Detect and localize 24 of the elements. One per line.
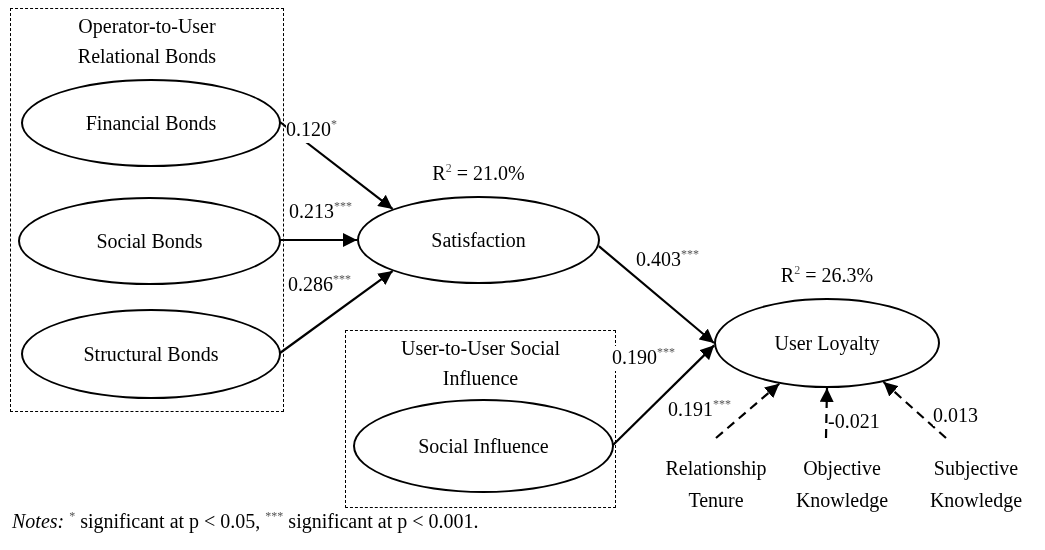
node-label: Social Bonds [96,229,203,254]
dashed-group-box [10,8,284,412]
node-label: Satisfaction [431,228,526,253]
path-coefficient: 0.190$^{***}$ [612,346,675,371]
node-label: Subjective Knowledge [928,456,1024,514]
path-arrow [279,270,394,354]
path-arrow [612,344,715,446]
group-title: User-to-User Social Influence [400,336,561,391]
node-label: Financial Bonds [85,111,217,136]
node-label: User Loyalty [774,331,880,356]
node-label: Social Influence [418,434,549,459]
path-arrow [882,381,947,439]
node-label: Relationship Tenure [664,456,768,513]
r-squared-label: R$^{2}$ = 21.0% [432,162,525,185]
path-arrow [819,387,834,439]
path-arrow [598,245,715,344]
r-squared-label: R$^{2}$ = 26.3% [780,264,874,287]
path-coefficient: 0.120$^{*}$ [286,118,337,143]
group-title: Operator-to-User Relational Bonds [76,14,218,69]
path-arrow [715,382,780,439]
path-arrow [280,233,357,247]
node-label: Structural Bonds [83,342,219,367]
notes-caption: Notes: $^{*}$ significant at p < 0.05, $^{***}$ significant at p < 0.001. [12,510,479,533]
node-label: Objective Knowledge [794,456,890,514]
